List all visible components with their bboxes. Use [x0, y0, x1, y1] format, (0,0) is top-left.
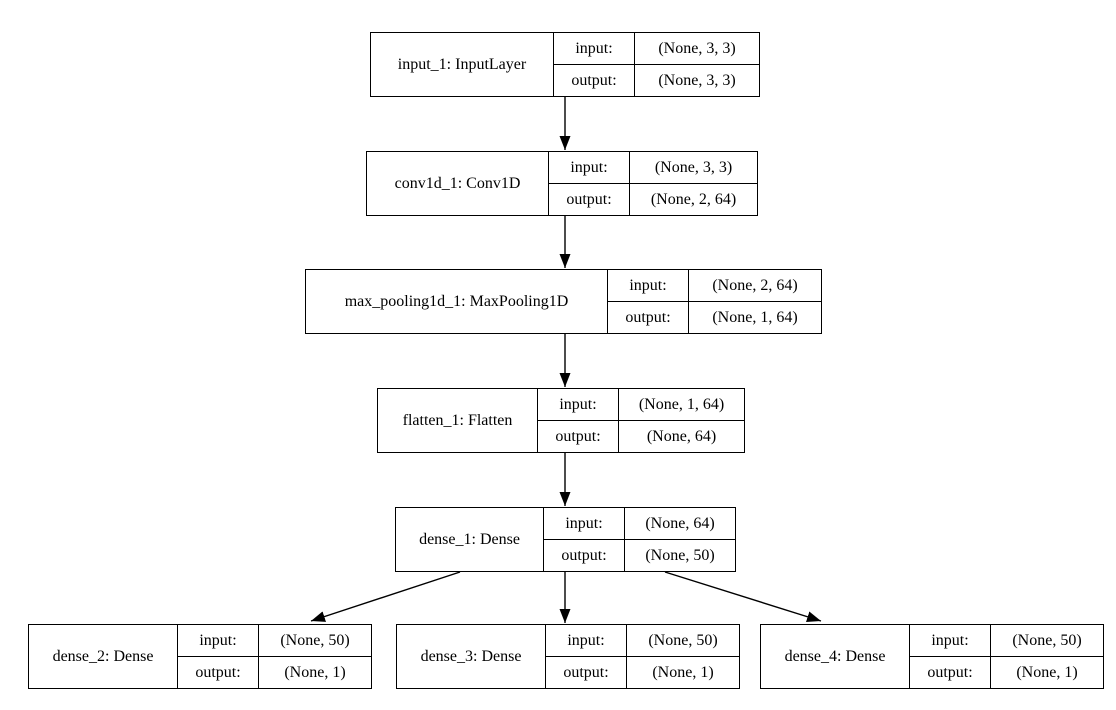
input-label: input: — [629, 276, 667, 294]
input-row: input: (None, 50) — [178, 625, 371, 656]
input-label: input: — [199, 631, 237, 649]
input-label: input: — [565, 514, 603, 532]
input-row: input: (None, 3, 3) — [549, 152, 757, 183]
input-row: input: (None, 64) — [544, 508, 735, 539]
output-row: output: (None, 1) — [546, 656, 739, 688]
output-label: output: — [571, 71, 617, 89]
output-row: output: (None, 50) — [544, 539, 735, 571]
input-label: input: — [570, 158, 608, 176]
layer-name: dense_3: Dense — [420, 647, 522, 665]
output-label: output: — [555, 427, 601, 445]
input-label: input: — [567, 631, 605, 649]
io-table: input: (None, 1, 64) output: (None, 64) — [537, 389, 744, 452]
layer-name: max_pooling1d_1: MaxPooling1D — [344, 292, 569, 310]
layer-name: dense_2: Dense — [52, 647, 154, 665]
input-shape: (None, 1, 64) — [618, 389, 744, 420]
output-row: output: (None, 2, 64) — [549, 183, 757, 215]
output-row: output: (None, 3, 3) — [554, 64, 759, 96]
io-table: input: (None, 64) output: (None, 50) — [543, 508, 735, 571]
io-table: input: (None, 3, 3) output: (None, 2, 64… — [548, 152, 757, 215]
layer-node-dense-4: dense_4: Dense input: (None, 50) output:… — [760, 624, 1104, 689]
edge-dense1-dense4 — [664, 571, 822, 623]
output-shape: (None, 50) — [624, 540, 735, 571]
input-label: input: — [931, 631, 969, 649]
output-row: output: (None, 1) — [910, 656, 1103, 688]
output-shape: (None, 1, 64) — [688, 302, 821, 333]
layer-name: conv1d_1: Conv1D — [394, 174, 521, 192]
input-label: input: — [559, 395, 597, 413]
output-shape: (None, 1) — [258, 657, 371, 688]
output-label: output: — [195, 663, 241, 681]
io-table: input: (None, 50) output: (None, 1) — [909, 625, 1103, 688]
input-shape: (None, 64) — [624, 508, 735, 539]
layer-name: input_1: InputLayer — [397, 55, 527, 73]
output-label: output: — [927, 663, 973, 681]
output-row: output: (None, 64) — [538, 420, 744, 452]
input-shape: (None, 50) — [626, 625, 739, 656]
input-shape: (None, 50) — [990, 625, 1103, 656]
input-shape: (None, 3, 3) — [629, 152, 757, 183]
output-row: output: (None, 1, 64) — [608, 301, 821, 333]
input-shape: (None, 2, 64) — [688, 270, 821, 301]
layer-node-input-1: input_1: InputLayer input: (None, 3, 3) … — [370, 32, 760, 97]
io-table: input: (None, 2, 64) output: (None, 1, 6… — [607, 270, 821, 333]
layer-name: dense_1: Dense — [419, 530, 520, 548]
edge-dense1-dense2 — [310, 571, 461, 622]
output-label: output: — [566, 190, 612, 208]
layer-node-dense-3: dense_3: Dense input: (None, 50) output:… — [396, 624, 740, 689]
layer-name: dense_4: Dense — [784, 647, 886, 665]
input-label: input: — [575, 39, 613, 57]
layer-node-dense-2: dense_2: Dense input: (None, 50) output:… — [28, 624, 372, 689]
output-shape: (None, 3, 3) — [634, 65, 759, 96]
layer-node-conv1d-1: conv1d_1: Conv1D input: (None, 3, 3) out… — [366, 151, 758, 216]
input-shape: (None, 50) — [258, 625, 371, 656]
input-row: input: (None, 2, 64) — [608, 270, 821, 301]
layer-node-flatten-1: flatten_1: Flatten input: (None, 1, 64) … — [377, 388, 745, 453]
input-row: input: (None, 3, 3) — [554, 33, 759, 64]
output-label: output: — [625, 308, 671, 326]
output-shape: (None, 1) — [626, 657, 739, 688]
input-shape: (None, 3, 3) — [634, 33, 759, 64]
layer-node-dense-1: dense_1: Dense input: (None, 64) output:… — [395, 507, 736, 572]
io-table: input: (None, 50) output: (None, 1) — [177, 625, 371, 688]
io-table: input: (None, 50) output: (None, 1) — [545, 625, 739, 688]
output-shape: (None, 64) — [618, 421, 744, 452]
output-shape: (None, 2, 64) — [629, 184, 757, 215]
input-row: input: (None, 1, 64) — [538, 389, 744, 420]
io-table: input: (None, 3, 3) output: (None, 3, 3) — [553, 33, 759, 96]
input-row: input: (None, 50) — [910, 625, 1103, 656]
layer-node-max-pooling1d-1: max_pooling1d_1: MaxPooling1D input: (No… — [305, 269, 822, 334]
output-label: output: — [563, 663, 609, 681]
input-row: input: (None, 50) — [546, 625, 739, 656]
layer-name: flatten_1: Flatten — [402, 411, 513, 429]
output-label: output: — [561, 546, 607, 564]
output-shape: (None, 1) — [990, 657, 1103, 688]
output-row: output: (None, 1) — [178, 656, 371, 688]
